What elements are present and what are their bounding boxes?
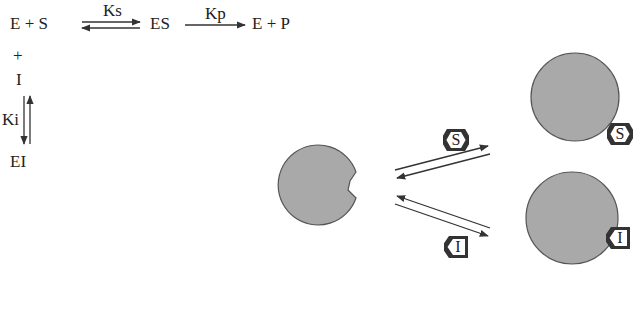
forward-arrow <box>395 204 488 236</box>
molecule-letter: I <box>610 229 630 247</box>
molecule-letter: S <box>443 131 469 149</box>
reverse-arrow <box>82 27 140 28</box>
reverse-arrow <box>397 154 490 178</box>
rate-constant: Ks <box>103 1 122 21</box>
reaction-arrow <box>185 24 245 25</box>
plus-sign: + <box>13 46 23 66</box>
shape-fill <box>444 236 467 257</box>
inhibitor-tag: I <box>606 227 630 249</box>
enzyme-circle <box>526 172 618 264</box>
product-pair: E + P <box>252 14 290 34</box>
enzyme-circle <box>278 145 356 225</box>
shape-fill <box>444 129 469 150</box>
inhibitor: I <box>16 70 22 90</box>
molecule-letter: S <box>607 125 633 143</box>
shape-fill <box>608 123 633 144</box>
reverse-arrow <box>397 196 490 228</box>
reverse-arrow <box>29 96 30 144</box>
substrate-hexagon: S <box>443 129 469 151</box>
shape-fill <box>606 227 629 248</box>
rate-constant: Ki <box>2 110 19 130</box>
inhibitor-tag: I <box>444 236 468 258</box>
rate-constant: Kp <box>205 4 226 24</box>
enzyme-circle <box>531 53 619 141</box>
complex: EI <box>10 152 26 172</box>
forward-arrow <box>23 96 24 144</box>
reactant-pair: E + S <box>10 14 48 34</box>
complex: ES <box>150 14 170 34</box>
forward-arrow <box>82 21 140 22</box>
substrate-hexagon: S <box>607 123 633 145</box>
molecule-letter: I <box>448 238 468 256</box>
